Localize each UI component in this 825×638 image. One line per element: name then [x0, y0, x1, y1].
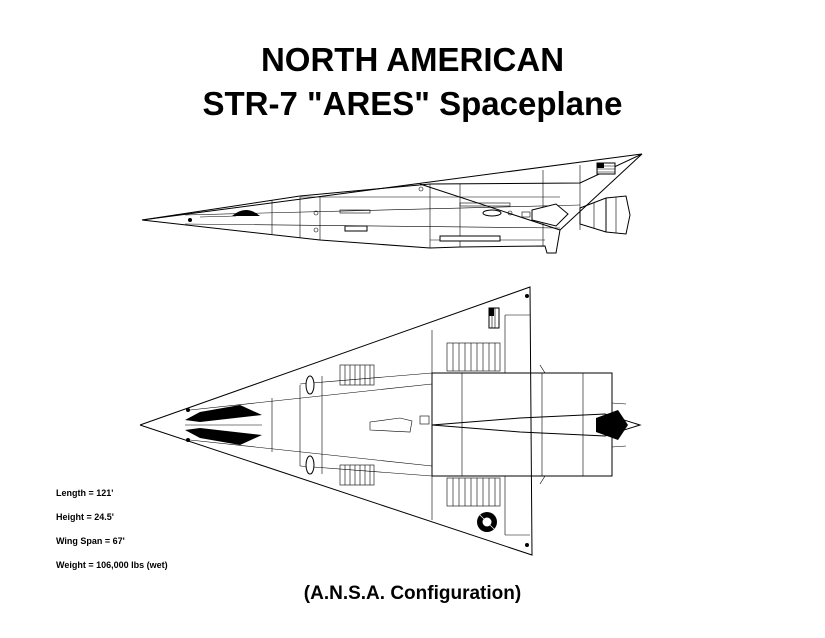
spec-wing-span: Wing Span = 67'	[56, 536, 125, 546]
title-line-2: STR-7 "ARES" Spaceplane	[202, 85, 623, 122]
us-flag-icon	[596, 162, 616, 175]
specifications-list: Length = 121' Height = 24.5' Wing Span =…	[56, 487, 168, 583]
us-flag-icon	[488, 307, 500, 329]
title-line-1: NORTH AMERICAN	[260, 41, 565, 78]
configuration-caption: (A.N.S.A. Configuration)	[303, 583, 522, 604]
side-view	[141, 153, 643, 254]
top-view	[139, 286, 642, 556]
spec-weight: Weight = 106,000 lbs (wet)	[56, 560, 168, 570]
spec-height: Height = 24.5'	[56, 512, 114, 522]
ansa-insignia-icon	[477, 512, 497, 532]
spec-length: Length = 121'	[56, 488, 114, 498]
